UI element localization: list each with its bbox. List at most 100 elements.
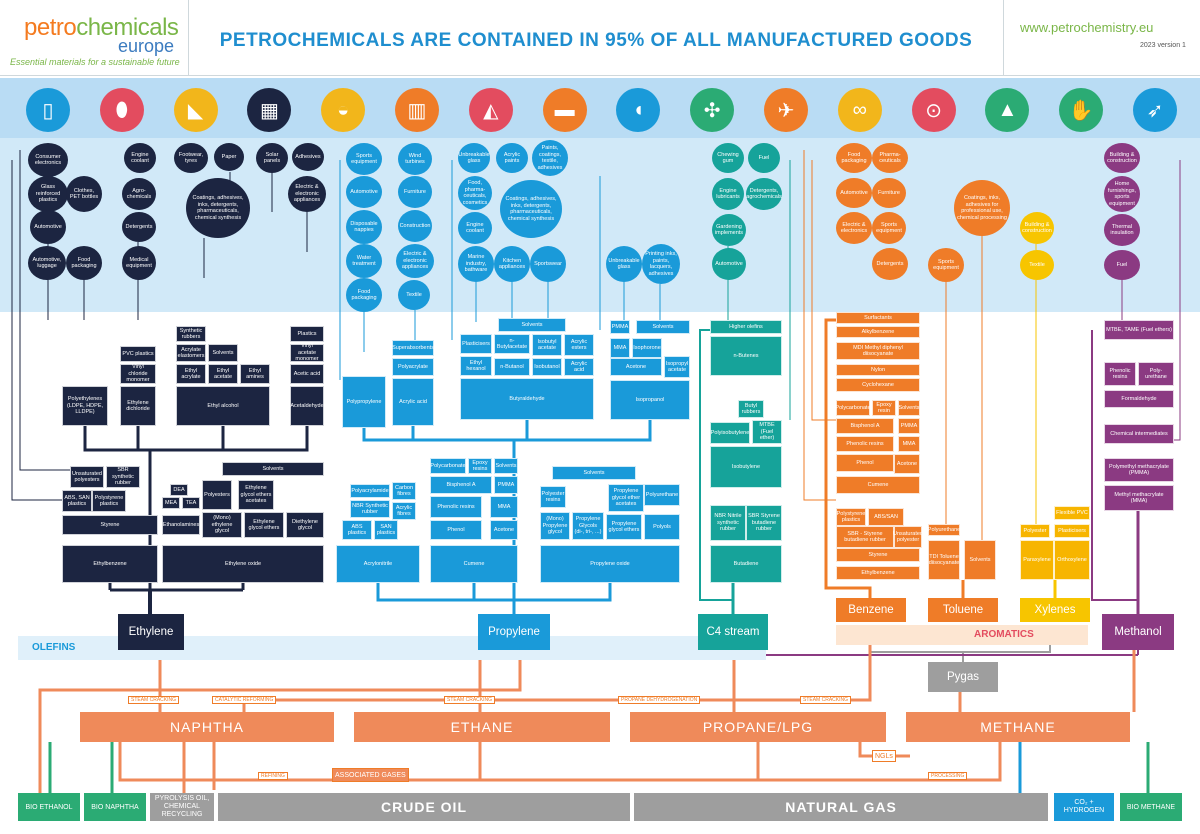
bio-methane: BIO METHANE bbox=[1120, 793, 1182, 821]
end-product: Pharma-ceuticals bbox=[872, 143, 908, 173]
intermediate: Vinyl chloride monomer bbox=[120, 364, 156, 384]
end-product: Engine coolant bbox=[124, 143, 156, 173]
intermediate: Polystyrene plastics bbox=[836, 508, 866, 526]
end-product: Adhesives bbox=[292, 143, 324, 171]
intermediate: Surfactants bbox=[836, 312, 920, 324]
intermediate: n-Butenes bbox=[710, 336, 782, 376]
intermediate: Carbon fibres bbox=[392, 482, 416, 500]
intermediate: Ethylbenzene bbox=[62, 545, 158, 583]
intermediate: Solvents bbox=[208, 344, 238, 362]
end-product: Unbreakable glass bbox=[458, 143, 490, 173]
intermediate: Plasticisers bbox=[460, 334, 492, 354]
co2-hydrogen: CO₂ + HYDROGEN bbox=[1054, 793, 1114, 821]
intermediate: NBR Synthetic rubber bbox=[350, 500, 390, 518]
end-product: Detergents bbox=[122, 212, 156, 242]
website-link[interactable]: www.petrochemistry.eu bbox=[1020, 20, 1154, 35]
building-icon: ▥ bbox=[395, 88, 439, 132]
intermediate: Poly-urethane bbox=[1138, 362, 1174, 386]
end-product: Consumer electronics bbox=[28, 143, 68, 177]
intermediate: Isobutyl acetate bbox=[532, 334, 562, 356]
intermediate: Ethylene oxide bbox=[162, 545, 324, 583]
xylenes-block: Xylenes bbox=[1020, 598, 1090, 622]
intermediate: Acrylic fibres bbox=[392, 502, 416, 520]
intermediate: Polyacrylamide bbox=[350, 484, 390, 498]
propylene-block: Propylene bbox=[478, 614, 550, 650]
propylene-branch bbox=[514, 420, 652, 442]
intermediate: Solvents bbox=[222, 462, 324, 476]
intermediate: Ethanolamines bbox=[162, 515, 200, 535]
intermediate: Phenolic resins bbox=[430, 496, 482, 518]
intermediate: (Mono) Propylene glycol bbox=[540, 512, 570, 540]
intermediate: Polyurethane bbox=[928, 524, 960, 536]
end-product: Chewing gum bbox=[712, 143, 744, 173]
end-product: Agro-chemicals bbox=[122, 178, 156, 210]
glasses-icon: ∞ bbox=[837, 88, 882, 132]
end-product: Detergents, agrochemicals bbox=[746, 178, 782, 210]
toluene-block: Toluene bbox=[928, 598, 998, 622]
intermediate: Chemical intermediates bbox=[1104, 424, 1174, 444]
intermediate: SBR Styrene butadiene rubber bbox=[746, 505, 782, 541]
product-link bbox=[1174, 160, 1181, 441]
intermediate: MMA bbox=[610, 338, 630, 358]
end-product: Disposable nappies bbox=[346, 210, 382, 244]
benzene-block: Benzene bbox=[836, 598, 906, 622]
intermediate: Polyester resins bbox=[540, 486, 566, 508]
intermediate: Superabsorbents bbox=[392, 340, 434, 356]
paint-roller-icon: ▬ bbox=[542, 88, 587, 132]
end-product: Construction bbox=[398, 210, 432, 242]
intermediate: Polyacrylate bbox=[392, 358, 434, 376]
end-product: Sports equipment bbox=[872, 212, 906, 244]
intermediate: Ethylene glycol ethers acetates bbox=[238, 480, 274, 510]
intermediate: Plasticisers bbox=[1054, 524, 1090, 538]
intermediate: Acrylate elastomers bbox=[176, 344, 206, 362]
intermediate: MEA bbox=[162, 497, 180, 509]
intermediate: n-Butylacetate bbox=[494, 334, 530, 354]
intermediate: Ethyl acrylate bbox=[176, 364, 206, 384]
end-product: Coatings, adhesives, inks, detergents, p… bbox=[500, 180, 562, 238]
intermediate: Solvents bbox=[552, 466, 636, 480]
intermediate: Nylon bbox=[836, 364, 920, 376]
intermediate: Polyurethane bbox=[644, 484, 680, 506]
methane-feedstock: METHANE bbox=[906, 712, 1130, 742]
intermediate: Acrylic acid bbox=[392, 378, 434, 426]
end-product: Thermal insulation bbox=[1104, 214, 1140, 246]
intermediate: Acrylic acid bbox=[564, 358, 594, 376]
intermediate: Bisphenol A bbox=[430, 476, 492, 494]
end-product: Detergents bbox=[872, 248, 908, 280]
intermediate: Acetic acid bbox=[290, 364, 324, 384]
end-product: Textile bbox=[398, 280, 430, 310]
logo: petrochemicals bbox=[24, 14, 179, 42]
end-product: Electric & electronics bbox=[836, 212, 872, 244]
divider bbox=[1003, 0, 1004, 76]
end-product: Paints, coatings, textile, adhesives bbox=[532, 140, 568, 176]
car-icon: ◒ bbox=[321, 88, 366, 132]
handshake-icon: ✋ bbox=[1059, 88, 1104, 132]
end-product: Solar panels bbox=[256, 143, 288, 173]
intermediate: Formaldehyde bbox=[1104, 390, 1174, 408]
benzene-branch bbox=[824, 318, 872, 598]
intermediate: Isobutanol bbox=[532, 358, 562, 376]
intermediate: PMMA bbox=[898, 418, 920, 434]
bio-ethanol: BIO ETHANOL bbox=[18, 793, 80, 821]
logo-text-3: europe bbox=[118, 36, 175, 56]
intermediate: Acetone bbox=[610, 358, 662, 376]
rocket-icon: ➶ bbox=[1133, 88, 1177, 132]
intermediate: Orthoxylene bbox=[1054, 540, 1090, 580]
pygas-block: Pygas bbox=[928, 662, 998, 692]
intermediate: PMMA bbox=[610, 320, 630, 334]
end-product: Textile bbox=[1020, 250, 1054, 280]
intermediate: Ethyl alcohol bbox=[176, 386, 270, 426]
end-product: Sports equipment bbox=[346, 143, 382, 175]
intermediate: Ethyl hexanol bbox=[460, 356, 492, 376]
propylene-branch bbox=[472, 583, 514, 602]
intermediate: MTBE, TAME (Fuel ethers) bbox=[1104, 320, 1174, 340]
end-product: Engine coolant bbox=[458, 212, 492, 244]
smartphone-icon: ▯ bbox=[26, 88, 70, 132]
intermediate: Polyethylenes (LDPE, HDPE, LLDPE) bbox=[62, 386, 108, 426]
version-label: 2023 version 1 bbox=[1140, 42, 1186, 49]
intermediate: Solvents bbox=[636, 320, 690, 334]
intermediate: (Mono) ethylene glycol bbox=[202, 512, 242, 538]
end-product: Furniture bbox=[872, 178, 906, 208]
end-product: Acrylic paints bbox=[496, 143, 528, 173]
